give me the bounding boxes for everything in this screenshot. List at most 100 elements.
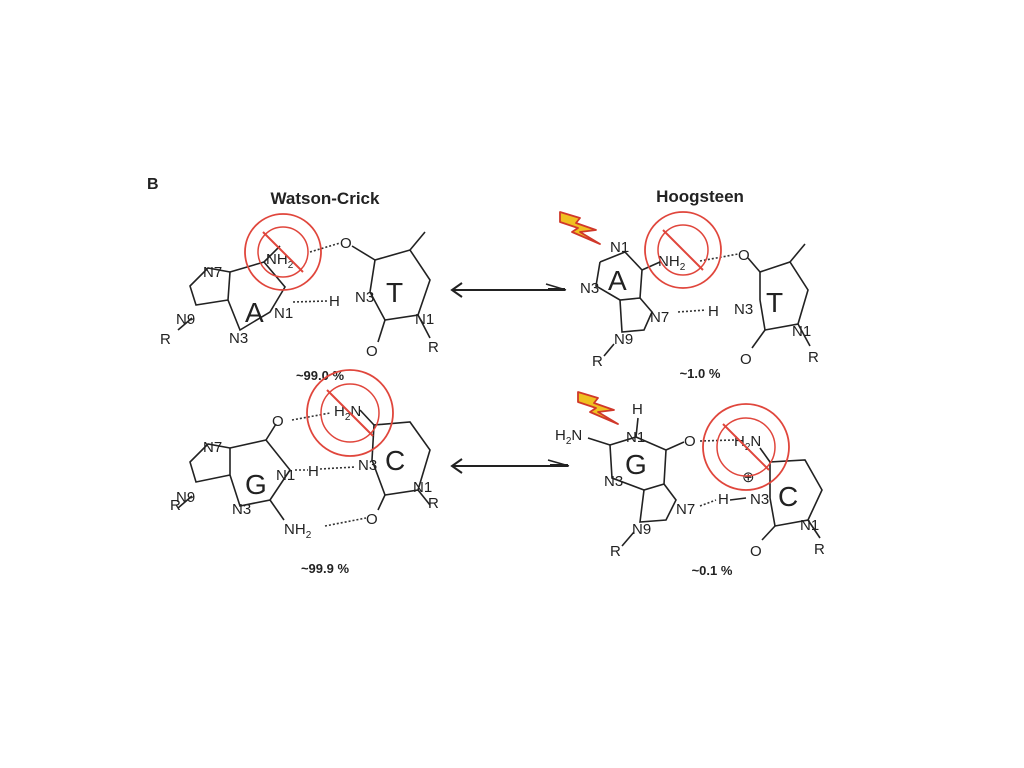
- prohibition-sign-icon: [644, 211, 722, 289]
- hg-cytosine-r-bond: [807, 519, 821, 539]
- guanine-n1-label: N1: [276, 467, 295, 484]
- thymine-o4-bond: [351, 245, 376, 261]
- adenine-five-ring: [189, 267, 231, 306]
- cytosine-letter: C: [385, 445, 405, 476]
- adenine-nh2-label: NH2: [266, 251, 294, 271]
- hg-guanine-n1h-bond: [635, 417, 639, 438]
- hg-hbond-n7-h: [677, 309, 707, 313]
- hg-cytosine-letter: C: [778, 481, 798, 512]
- thymine-r-label: R: [428, 339, 439, 356]
- hg-guanine-n3-label: N3: [604, 473, 623, 490]
- hg-guanine-h2n-label: H2N: [555, 427, 582, 447]
- cytosine-n1-label: N1: [413, 479, 432, 496]
- lightning-icon: [577, 391, 619, 425]
- hbond-h-n3: [319, 466, 356, 470]
- header-watson-crick: Watson-Crick: [271, 189, 380, 208]
- adenine-n9-label: N9: [176, 311, 195, 328]
- guanine-letter: G: [245, 469, 267, 500]
- hg-adenine-letter: A: [608, 265, 627, 296]
- thymine-o2-label: O: [366, 343, 378, 360]
- gc-hg-percentage: ~0.1 %: [692, 563, 733, 578]
- hg-adenine-r-label: R: [592, 353, 603, 370]
- adenine-n3-label: N3: [229, 330, 248, 347]
- prohibition-sign-icon: [244, 213, 322, 291]
- guanine-n7-label: N7: [203, 439, 222, 456]
- hg-cytosine-o2-bond: [761, 525, 776, 541]
- prohibition-sign-icon: [702, 403, 790, 491]
- panel-label: B: [147, 176, 159, 193]
- adenine-r-label: R: [160, 331, 171, 348]
- hbond-n1-h: [292, 300, 328, 303]
- hg-guanine-five-ring: [639, 483, 677, 523]
- hg-thymine-n3-label: N3: [734, 301, 753, 318]
- hg-cytosine-n1-label: N1: [800, 517, 819, 534]
- cytosine-n3-label: N3: [358, 457, 377, 474]
- hg-hbond-n7-h: [699, 499, 717, 507]
- hg-adenine-nh2-label: NH2: [658, 253, 686, 273]
- hg-guanine-n1-label: N1: [626, 429, 645, 446]
- hg-bond-h-n3: [729, 497, 747, 501]
- hg-guanine-r-bond: [621, 531, 635, 547]
- equilibrium-arrow-gc: [450, 458, 570, 474]
- hg-guanine-letter: G: [625, 449, 647, 480]
- cytosine-r-bond: [417, 489, 431, 506]
- at-watson-crick-pair: N7 N9 N3 N1 NH2 R A H O N3 N1 O R T: [160, 213, 439, 360]
- hg-cytosine-n3-label: N3: [750, 491, 769, 508]
- hg-hbond-h-label: H: [708, 303, 719, 320]
- hg-cytosine-r-label: R: [814, 541, 825, 558]
- hg-adenine-n7-label: N7: [650, 309, 669, 326]
- equilibrium-arrow-at: [450, 282, 567, 298]
- adenine-n1-label: N1: [274, 305, 293, 322]
- thymine-n1-label: N1: [415, 311, 434, 328]
- guanine-r-bond: [177, 495, 193, 509]
- hg-guanine-h-label: H: [632, 401, 643, 418]
- hg-guanine-o6-bond: [665, 441, 685, 451]
- guanine-five-ring: [189, 443, 231, 483]
- hg-hbond-amine-o: [699, 253, 739, 262]
- thymine-methyl-bond: [409, 231, 426, 251]
- hg-guanine-n9-label: N9: [632, 521, 651, 538]
- guanine-amine-bond: [269, 499, 285, 521]
- guanine-n3-label: N3: [232, 501, 251, 518]
- hg-guanine-r-label: R: [610, 543, 621, 560]
- adenine-n7-label: N7: [203, 264, 222, 281]
- hbond-o6-amine: [291, 412, 331, 421]
- adenine-amine-bond: [263, 245, 281, 263]
- hg-thymine-n1-label: N1: [792, 323, 811, 340]
- adenine-r-bond: [177, 317, 193, 331]
- cytosine-r-label: R: [428, 495, 439, 512]
- hg-guanine-n7-label: N7: [676, 501, 695, 518]
- hg-thymine-o2-bond: [751, 329, 766, 349]
- guanine-nh2-label: NH2: [284, 521, 312, 541]
- hg-thymine-o4-label: O: [738, 247, 750, 264]
- hbond-h-label: H: [308, 463, 319, 480]
- thymine-letter: T: [386, 277, 403, 308]
- hg-thymine-letter: T: [766, 287, 783, 318]
- prohibition-sign-icon: [306, 369, 394, 457]
- at-wc-percentage: ~99.0 %: [296, 368, 345, 383]
- gc-watson-crick-pair: N7 N9 N3 N1 O NH2 R G H H2N N3 N1 O R C: [170, 369, 439, 541]
- hg-cytosine-amine-bond: [759, 447, 771, 463]
- cytosine-amine-bond: [359, 409, 375, 426]
- hg-adenine-n9-label: N9: [614, 331, 633, 348]
- hbond-amine-o2: [324, 517, 367, 527]
- cytosine-o2-label: O: [366, 511, 378, 528]
- hg-cytosine-plus-label: ⊕: [742, 469, 755, 486]
- thymine-o2-bond: [377, 319, 386, 343]
- hg-adenine-amine-bond: [641, 261, 661, 271]
- hg-hbond-h-label: H: [718, 491, 729, 508]
- guanine-o6-label: O: [272, 413, 284, 430]
- hg-adenine-n1-label: N1: [610, 239, 629, 256]
- cytosine-h2n-label: H2N: [334, 403, 361, 423]
- hg-adenine-five-ring: [619, 297, 653, 333]
- lightning-icon: [559, 211, 601, 245]
- hg-guanine-o6-label: O: [684, 433, 696, 450]
- hg-thymine-o4-bond: [747, 257, 761, 273]
- guanine-o6-bond: [265, 423, 277, 441]
- thymine-r-bond: [417, 314, 431, 339]
- hg-guanine-amine-bond: [587, 437, 611, 446]
- hbond-amine-o: [309, 242, 341, 253]
- hg-thymine-r-bond: [797, 323, 811, 347]
- gc-wc-percentage: ~99.9 %: [301, 561, 350, 576]
